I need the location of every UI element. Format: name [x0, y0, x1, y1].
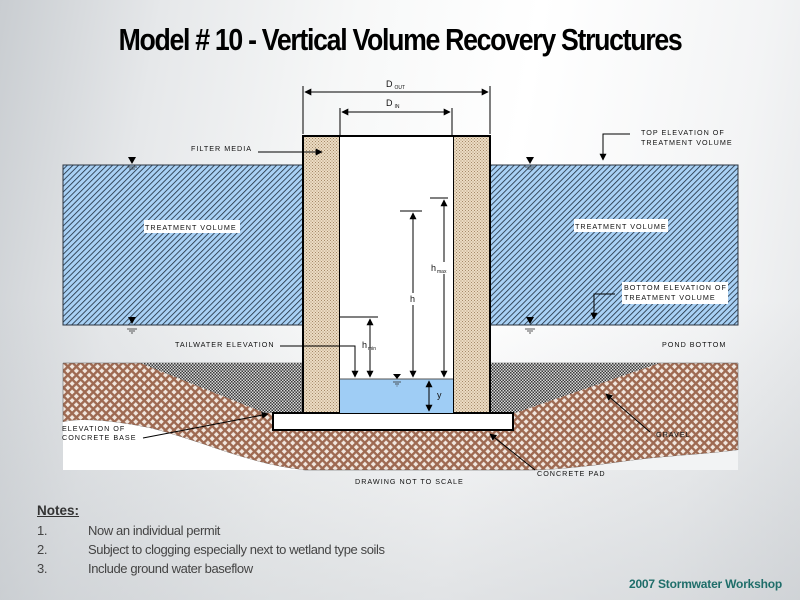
- water-level-symbol-right-top: [525, 157, 535, 170]
- gravel-label: GRAVEL: [656, 430, 691, 439]
- bottom-elevation-label-line2: TREATMENT VOLUME: [624, 293, 716, 302]
- y-label: y: [437, 390, 442, 400]
- structure-interior: [340, 137, 453, 413]
- ground-cutaway-right: [530, 450, 738, 470]
- h-label-bg: [408, 293, 418, 305]
- note-item: 2. Subject to clogging especially next t…: [37, 540, 385, 559]
- filter-media-left-wall: [302, 135, 341, 414]
- treatment-volume-label-right-bg: [574, 219, 668, 232]
- workshop-footer: 2007 Stormwater Workshop: [628, 577, 782, 591]
- treatment-volume-label-left-bg: [144, 220, 240, 233]
- notes-heading: Notes:: [37, 503, 80, 518]
- h-min-label: hmin: [362, 340, 376, 352]
- h-label: h: [410, 294, 415, 304]
- concrete-base-leader: [142, 411, 269, 439]
- note-item: 1. Now an individual permit: [37, 521, 385, 540]
- h-max-label: hmax: [431, 263, 447, 275]
- bottom-elevation-label-line1: BOTTOM ELEVATION OF: [624, 283, 727, 292]
- water-level-symbol-left-top: [127, 157, 137, 170]
- top-elevation-leader: [599, 133, 630, 161]
- water-in-structure: [340, 379, 453, 413]
- water-level-symbol-right-bottom: [525, 317, 535, 334]
- concrete-pad: [272, 412, 514, 431]
- gravel-left: [140, 363, 303, 413]
- gravel-right: [490, 363, 660, 413]
- treatment-volume-label-right: TREATMENT VOLUME: [575, 222, 667, 231]
- note-number: 1.: [37, 523, 48, 538]
- tailwater-elevation-label: TAILWATER ELEVATION: [175, 340, 275, 349]
- treatment-volume-left: [62, 164, 304, 326]
- not-to-scale-label: DRAWING NOT TO SCALE: [355, 477, 464, 486]
- filter-media-right-wall: [452, 135, 491, 414]
- concrete-base-label-line2: CONCRETE BASE: [62, 433, 137, 442]
- concrete-pad-leader: [489, 433, 536, 471]
- treatment-volume-label-left: TREATMENT VOLUME: [145, 223, 237, 232]
- note-number: 3.: [37, 561, 48, 576]
- note-text: Include ground water baseflow: [88, 561, 253, 576]
- bottom-elevation-label-bg: [622, 282, 728, 304]
- ground-cutaway: [63, 420, 305, 470]
- filter-media-label: FILTER MEDIA: [191, 144, 252, 153]
- gravel-leader: [605, 393, 651, 433]
- h-max-label-bg: [430, 262, 452, 274]
- water-level-symbol-left-bottom: [127, 317, 137, 334]
- concrete-base-label-line1: ELEVATION OF: [62, 424, 125, 433]
- note-number: 2.: [37, 542, 48, 557]
- note-text: Now an individual permit: [88, 523, 221, 538]
- top-elevation-label-line2: TREATMENT VOLUME: [641, 138, 733, 147]
- note-item: 3. Include ground water baseflow: [37, 559, 385, 578]
- top-elevation-label-line1: TOP ELEVATION OF: [641, 128, 725, 137]
- slide-title: Model # 10 - Vertical Volume Recovery St…: [118, 22, 683, 57]
- concrete-pad-label: CONCRETE PAD: [537, 469, 606, 478]
- notes-section: Notes: 1. Now an individual permit 2. Su…: [37, 503, 385, 578]
- water-level-symbol-inside: [393, 374, 401, 387]
- pond-bottom-label: POND BOTTOM: [662, 340, 726, 349]
- note-text: Subject to clogging especially next to w…: [88, 542, 385, 557]
- bottom-elevation-leader: [590, 293, 615, 320]
- tailwater-elevation-leader: [280, 345, 359, 378]
